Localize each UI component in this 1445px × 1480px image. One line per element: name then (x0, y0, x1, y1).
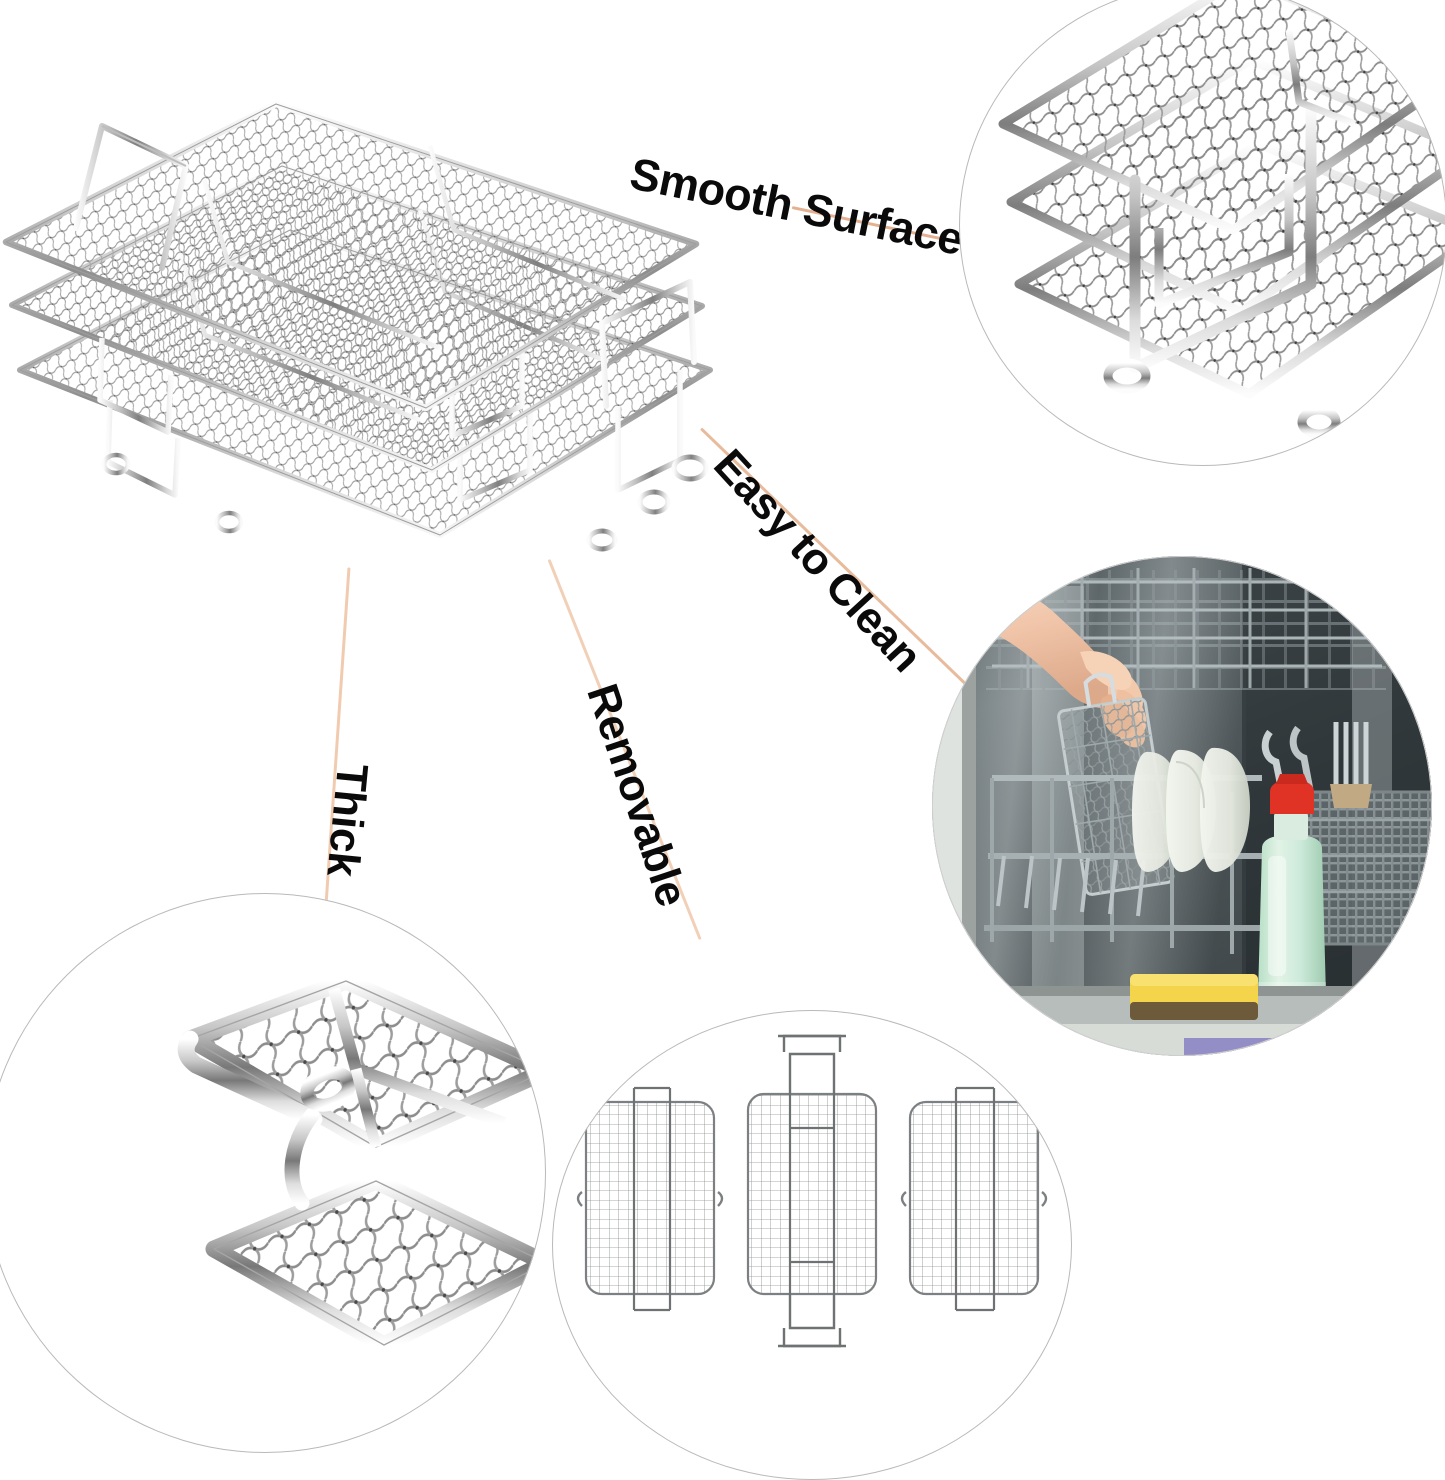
hero-product-image (0, 70, 770, 590)
inset-easy-to-clean (932, 556, 1432, 1056)
inset-smooth-surface (959, 0, 1445, 466)
feature-label-thick: Thick (317, 761, 377, 879)
inset-thick (0, 893, 546, 1453)
feature-label-removable: Removable (577, 678, 697, 912)
inset-removable (552, 1010, 1072, 1480)
